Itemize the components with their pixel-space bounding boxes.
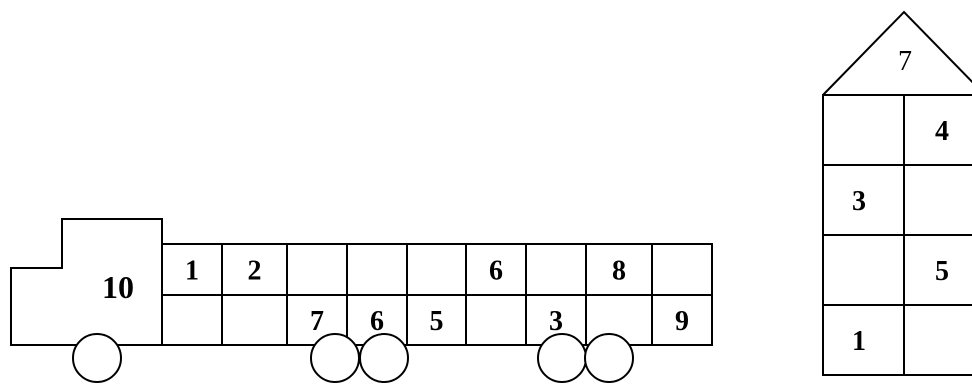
truck-cell <box>466 295 526 345</box>
house-cell <box>904 165 972 235</box>
truck-cell-number: 7 <box>310 306 324 337</box>
truck-cell-number: 6 <box>370 306 384 337</box>
house-cell <box>823 235 904 305</box>
wheel <box>360 334 408 382</box>
house-grid: 4 3 5 1 <box>823 95 972 375</box>
truck-cell <box>347 244 407 295</box>
house-cell-number: 5 <box>935 256 949 287</box>
truck-cell-number: 8 <box>612 256 626 287</box>
truck-cell-number: 2 <box>248 256 262 287</box>
truck-cell <box>222 295 287 345</box>
house-cell-number: 3 <box>852 186 866 217</box>
house: 7 4 3 5 1 <box>823 12 972 375</box>
wheel <box>585 334 633 382</box>
house-cell <box>823 95 904 165</box>
truck: 1 2 6 8 7 6 5 3 9 10 <box>11 219 712 382</box>
truck-cell <box>287 244 347 295</box>
truck-cell <box>407 244 466 295</box>
truck-cell-number: 3 <box>549 306 563 337</box>
truck-cell-number: 1 <box>185 256 199 287</box>
wheel <box>311 334 359 382</box>
truck-cell-number: 9 <box>675 306 689 337</box>
truck-wheels <box>73 334 633 382</box>
truck-cell <box>162 295 222 345</box>
house-cell-number: 4 <box>935 116 949 147</box>
wheel <box>538 334 586 382</box>
truck-cell <box>526 244 586 295</box>
truck-cab-outline <box>11 219 162 345</box>
truck-cell-number: 6 <box>489 256 503 287</box>
truck-cell <box>652 244 712 295</box>
wheel <box>73 334 121 382</box>
house-roof-number: 7 <box>898 46 912 77</box>
truck-cab-number: 10 <box>102 269 134 305</box>
truck-cell-number: 5 <box>430 306 444 337</box>
house-cell-number: 1 <box>852 326 866 357</box>
truck-cargo-grid: 1 2 6 8 7 6 5 3 9 <box>162 244 712 345</box>
house-cell <box>904 305 972 375</box>
